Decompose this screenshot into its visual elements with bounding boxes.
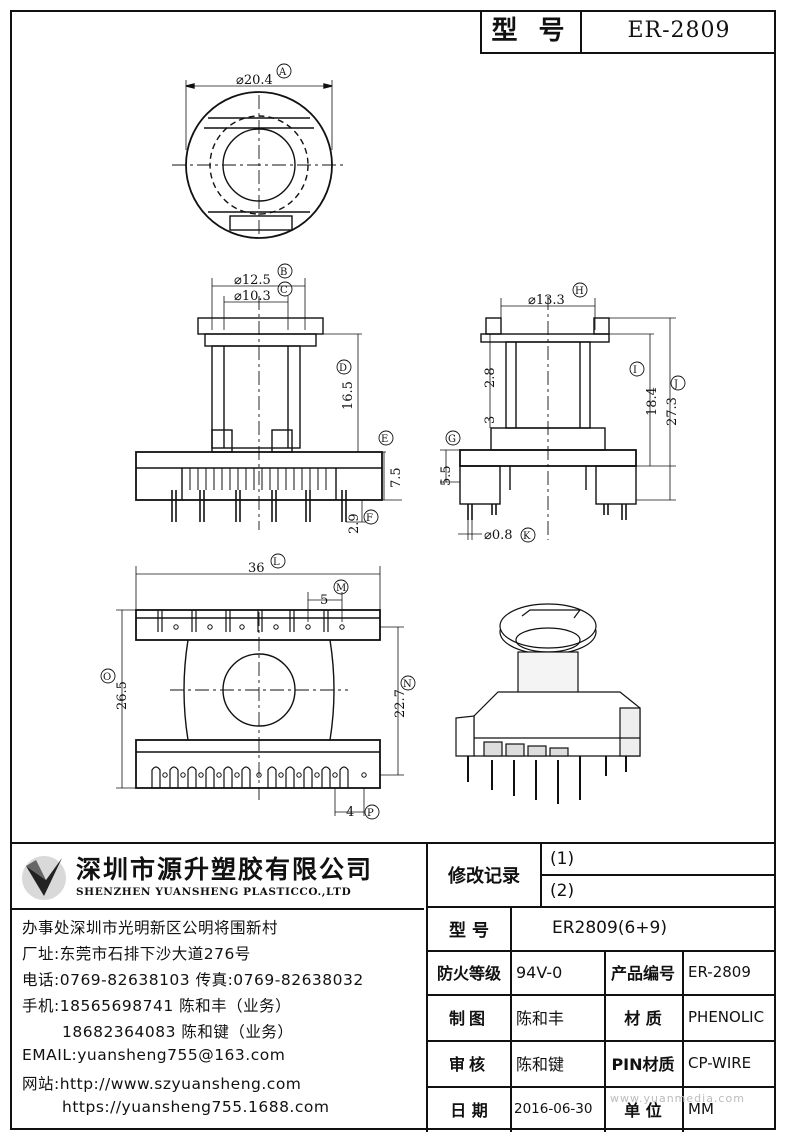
- revision-label: 修改记录: [448, 866, 520, 887]
- drawn-by-value: 陈和丰: [516, 1009, 565, 1028]
- ref-f: F: [366, 513, 373, 524]
- ref-h: H: [575, 286, 584, 297]
- dim-d-text: 16.5: [341, 381, 356, 410]
- pin-material-label: PIN材质: [611, 1055, 675, 1074]
- top-view: ⌀20.4 A: [172, 63, 345, 239]
- spec-table: 修改记录 (1) (2) 型 号 ER2809(6+9) 防火等级 94V-0 …: [426, 844, 776, 1132]
- unit-value: MM: [688, 1100, 714, 1118]
- revision-1: (1): [550, 849, 575, 869]
- ref-b: B: [280, 267, 287, 278]
- ref-c: C: [280, 285, 288, 296]
- watermark: www.yuanmedia.com: [610, 1092, 745, 1105]
- dim-top-text: 2.8: [483, 367, 498, 388]
- drawing-frame: [10, 10, 776, 1130]
- company-name-en: SHENZHEN YUANSHENG PLASTICCO.,LTD: [76, 886, 352, 898]
- phone-fax: 电话:0769-82638103 传真:0769-82638032: [22, 971, 364, 989]
- dim-m-text: 5: [320, 593, 328, 608]
- title-block: 深圳市源升塑胶有限公司 SHENZHEN YUANSHENG PLASTICCO…: [10, 842, 776, 1132]
- revision-2: (2): [550, 880, 575, 901]
- ref-p: P: [367, 808, 374, 819]
- fire-rating-label: 防火等级: [436, 964, 501, 983]
- ref-k: K: [523, 531, 531, 542]
- dim-c-text: ⌀10.3: [234, 289, 271, 304]
- dim-a-text: ⌀20.4: [236, 73, 273, 88]
- fire-rating-value: 94V-0: [516, 962, 563, 982]
- bottom-view: 36 L 5 M 26.5 O 22.7 N 4 P: [100, 553, 416, 820]
- dim-n-text: 22.7: [393, 689, 408, 718]
- front-view: ⌀12.5 B ⌀10.3 C 16.5 D 7.5 E 2.9 F: [135, 263, 404, 534]
- office-address: 办事处深圳市光明新区公明将围新村: [22, 919, 279, 937]
- ref-a: A: [278, 67, 287, 78]
- website-2: https://yuansheng755.1688.com: [62, 1098, 330, 1116]
- technical-drawing: ⌀20.4 A: [100, 63, 686, 820]
- mobile-1: 手机:18565698741 陈和丰（业务）: [22, 997, 292, 1015]
- dim-low-text: 3: [483, 416, 498, 424]
- unit-label: 单 位: [624, 1101, 662, 1120]
- company-header: 深圳市源升塑胶有限公司 SHENZHEN YUANSHENG PLASTICCO…: [10, 844, 424, 910]
- model-value: ER2809(6+9): [552, 918, 667, 938]
- email: EMAIL:yuansheng755@163.com: [22, 1046, 286, 1064]
- dim-f-text: 2.9: [347, 513, 362, 534]
- model-header-value: ER-2809: [627, 18, 731, 43]
- model-header: 型 号 ER-2809: [480, 10, 776, 54]
- ref-o: O: [103, 672, 111, 683]
- dim-l-text: 36: [248, 561, 265, 576]
- date-label: 日 期: [450, 1101, 488, 1120]
- pin-material-value: CP-WIRE: [688, 1054, 752, 1072]
- dim-k-text: ⌀0.8: [484, 528, 513, 543]
- company-name-cn: 深圳市源升塑胶有限公司: [76, 855, 374, 884]
- factory-address: 厂址:东莞市石排下沙大道276号: [22, 945, 251, 963]
- product-no-value: ER-2809: [688, 963, 751, 981]
- ref-g: G: [448, 434, 456, 445]
- dim-j-text: 27.3: [665, 397, 680, 426]
- dim-g-text: 5.5: [439, 465, 454, 486]
- checked-by-label: 审核: [448, 1055, 489, 1074]
- ref-j: J: [673, 379, 678, 390]
- model-label: 型 号: [449, 920, 489, 941]
- isometric-view: [455, 603, 641, 804]
- ref-i: I: [633, 365, 637, 376]
- dim-o-text: 26.5: [115, 681, 130, 710]
- ref-e: E: [381, 434, 388, 445]
- ref-m: M: [336, 583, 346, 594]
- date-value: 2016-06-30: [514, 1101, 593, 1117]
- ref-n: N: [403, 679, 412, 690]
- ref-l: L: [273, 557, 280, 568]
- dim-i-text: 18.4: [645, 387, 660, 416]
- material-label: 材 质: [624, 1009, 662, 1028]
- yuansheng-logo-icon: [22, 856, 66, 900]
- dim-b-text: ⌀12.5: [234, 273, 271, 288]
- ref-d: D: [339, 363, 347, 374]
- material-value: PHENOLIC: [688, 1008, 765, 1026]
- side-view: ⌀13.3 H 2.8 3 18.4 I 27.3 J 5.5 G ⌀0.8 K: [439, 282, 686, 543]
- dim-p-text: 4: [346, 805, 354, 820]
- website-1: 网站:http://www.szyuansheng.com: [22, 1075, 302, 1093]
- dim-e-text: 7.5: [389, 467, 404, 488]
- dim-h-text: ⌀13.3: [528, 293, 565, 308]
- mobile-2: 18682364083 陈和键（业务）: [62, 1023, 294, 1041]
- checked-by-value: 陈和键: [516, 1055, 565, 1074]
- drawn-by-label: 制图: [448, 1009, 489, 1028]
- product-no-label: 产品编号: [610, 964, 675, 983]
- model-header-label: 型 号: [482, 10, 582, 52]
